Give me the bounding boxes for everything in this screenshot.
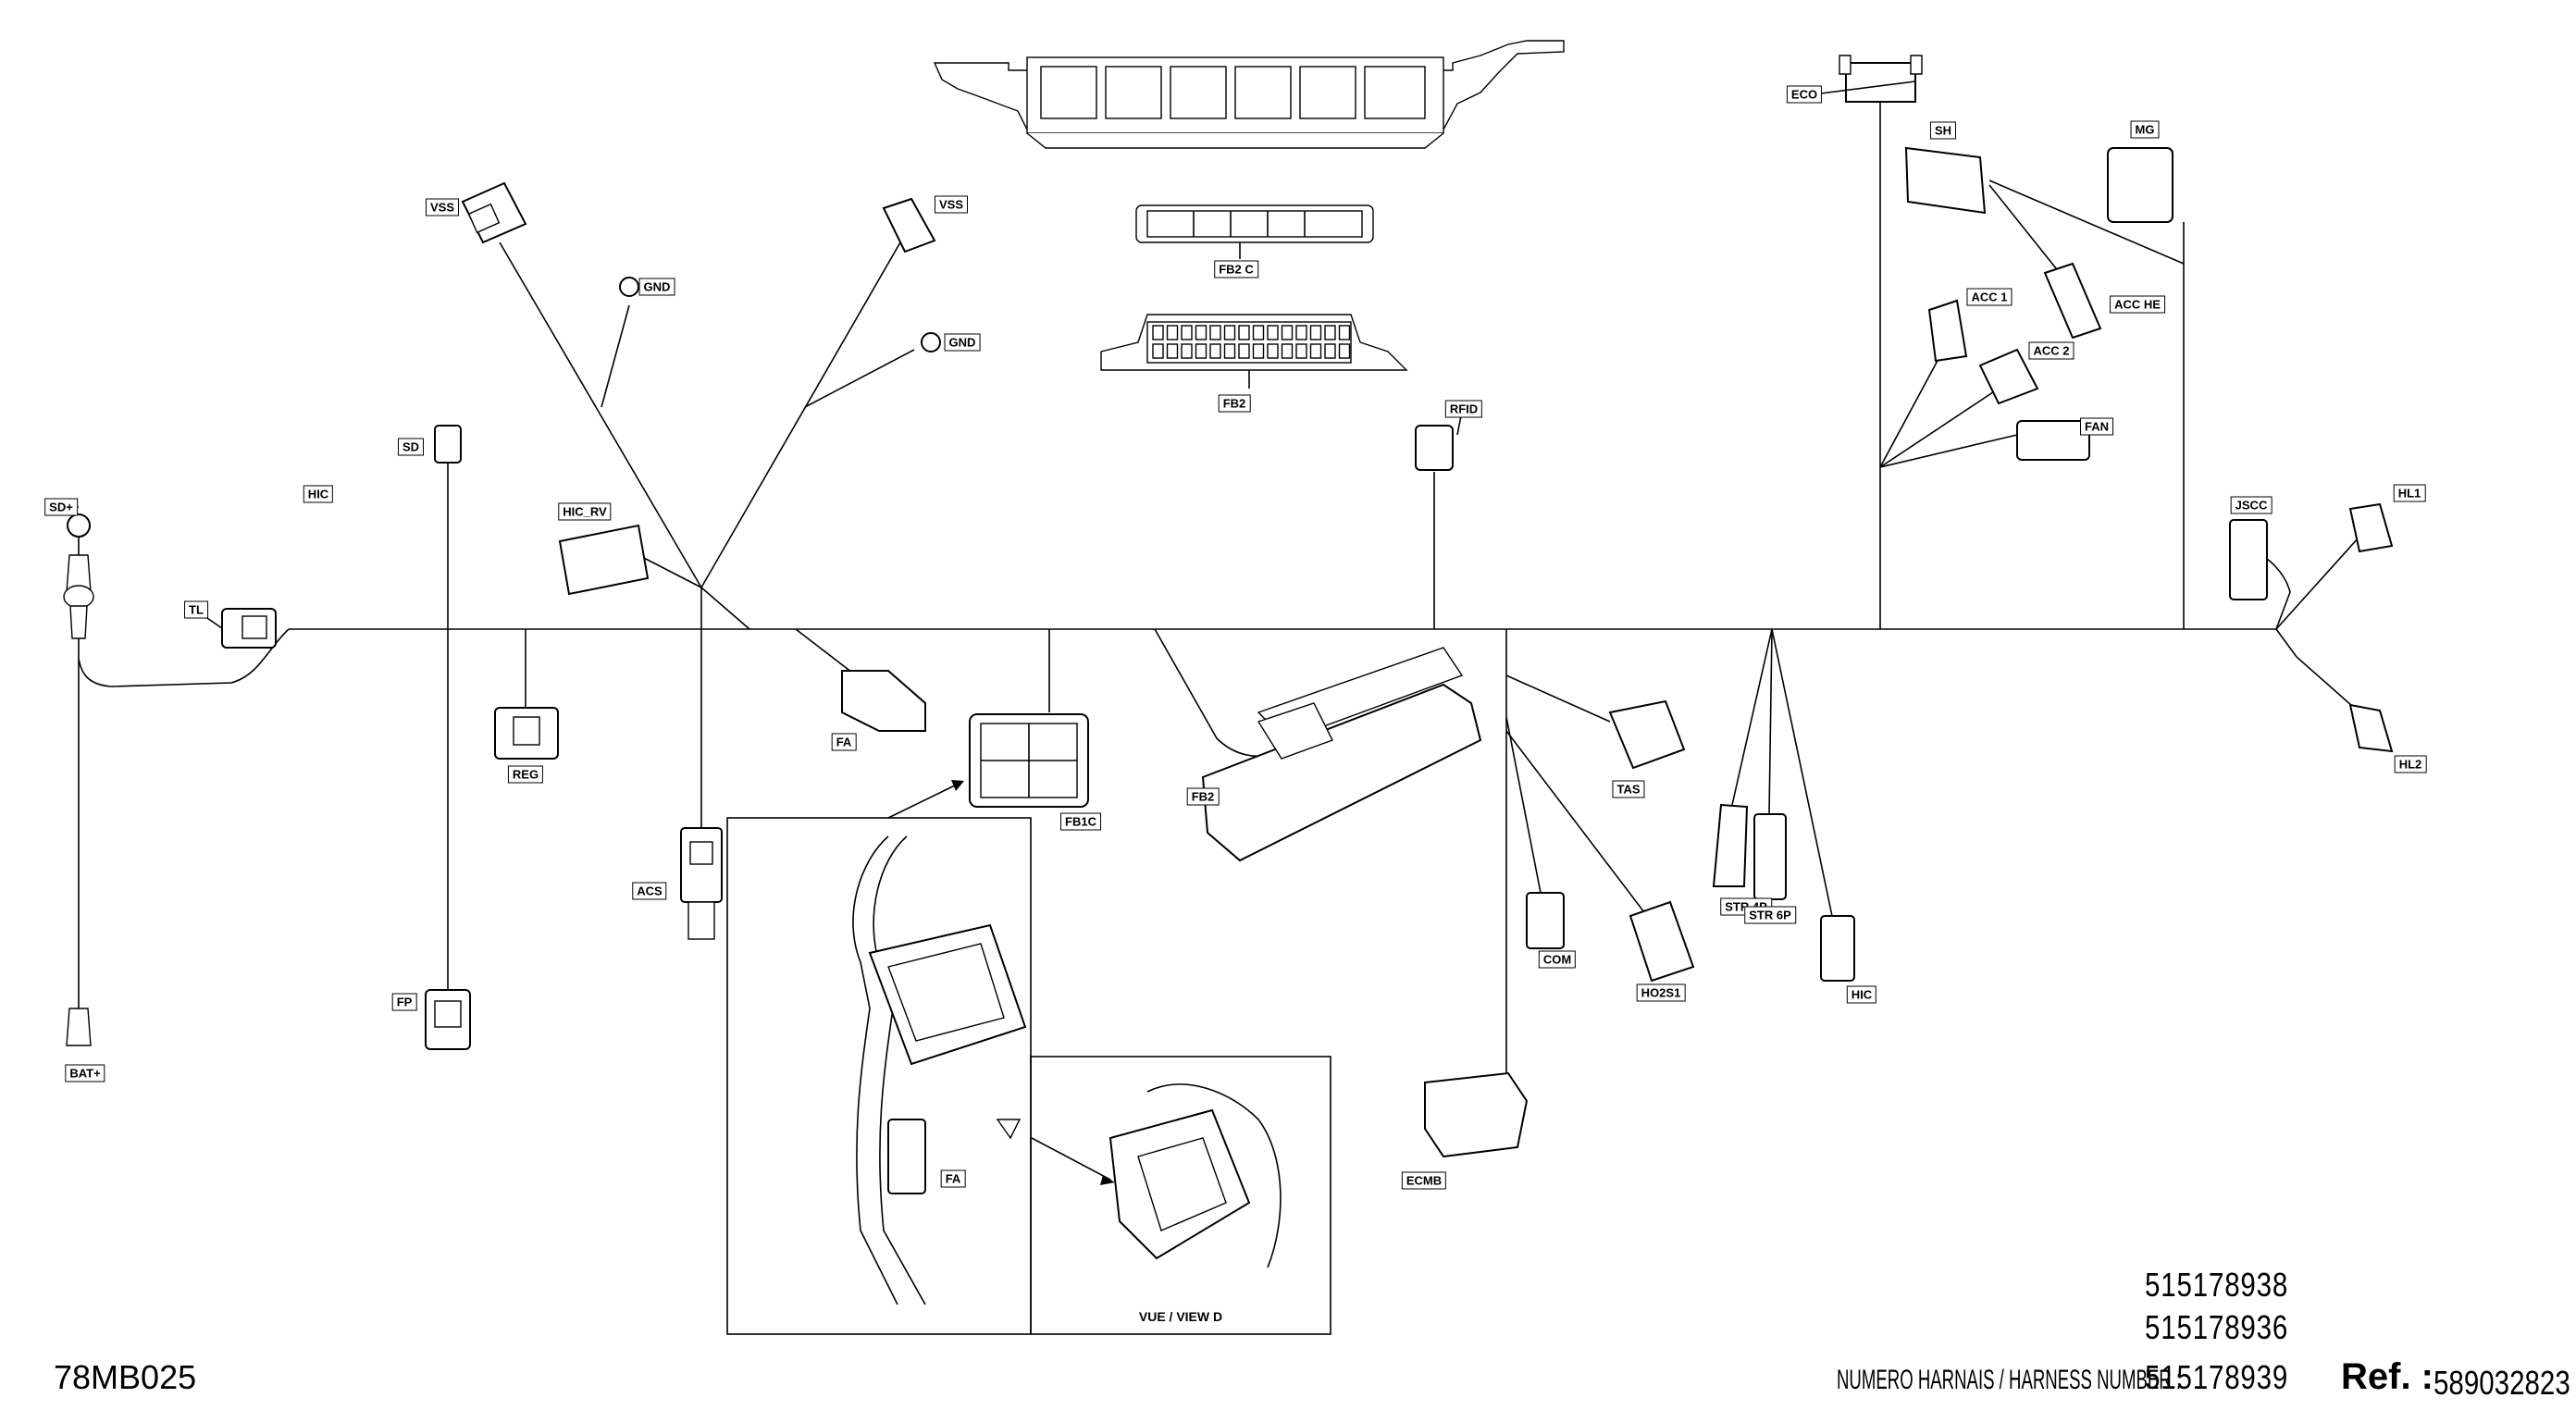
label-acs: ACS [632, 882, 667, 900]
label-rfid: RFID [1444, 400, 1483, 418]
connectors [63, 55, 2394, 1158]
fb2-pin [1267, 325, 1279, 340]
label-fa-detail: FA [940, 1169, 966, 1188]
fb2-pin [1181, 343, 1193, 359]
fb2-pin [1338, 343, 1351, 359]
main-trunk [78, 628, 2276, 687]
label-com: COM [1538, 950, 1577, 969]
harness-number-1: 515178938 [2145, 1266, 2289, 1304]
label-sd: SD [397, 438, 425, 456]
label-sd-plus: SD+ [44, 498, 78, 516]
label-sh: SH [1929, 121, 1957, 140]
label-hic-rv: HIC_RV [558, 502, 612, 521]
label-ho2s1: HO2S1 [1636, 983, 1686, 1002]
label-hic-bottom: HIC [1846, 985, 1877, 1004]
sheet-code: 78MB025 [54, 1358, 197, 1396]
harness-number-3: 515178939 [2145, 1358, 2289, 1396]
fb2c-connector [1135, 204, 1374, 259]
fb2-pin [1295, 325, 1307, 340]
harness-caption: NUMERO HARNAIS / HARNESS NUMBER : [1837, 1365, 2182, 1395]
fb2-pin [1309, 325, 1322, 340]
label-hl1: HL1 [2393, 484, 2426, 502]
fb2-pin [1295, 343, 1307, 359]
label-str6p: STR 6P [1744, 906, 1796, 924]
fb2-pin [1252, 343, 1265, 359]
ref-number: 589032823 [2434, 1364, 2570, 1402]
label-fb2-main: FB2 [1186, 787, 1220, 806]
detail-views [726, 780, 1331, 1335]
label-vss-left: VSS [425, 198, 460, 216]
label-tas: TAS [1612, 780, 1645, 798]
fb2-pin [1223, 325, 1236, 340]
fb2-pin [1166, 325, 1179, 340]
label-gnd-1: GND [638, 278, 675, 296]
label-ecmb: ECMB [1401, 1171, 1447, 1190]
fb2-pin [1166, 343, 1179, 359]
fb2-pin [1223, 343, 1236, 359]
ref-label: Ref. : [2341, 1356, 2434, 1397]
fb2-pin [1281, 325, 1294, 340]
fb2-connector-pinout [1100, 314, 1408, 389]
label-acc1: ACC 1 [1966, 288, 2012, 306]
label-gnd-2: GND [944, 333, 981, 352]
fb2-pin [1195, 343, 1208, 359]
label-jscc: JSCC [2230, 496, 2273, 514]
fb2-pin [1152, 325, 1164, 340]
label-reg: REG [507, 765, 544, 784]
fb2-pin [1238, 325, 1250, 340]
fb2-pin [1252, 325, 1265, 340]
label-leaders [67, 80, 1916, 629]
label-tl: TL [184, 600, 208, 619]
fb2-pin [1281, 343, 1294, 359]
label-acc2: ACC 2 [2028, 341, 2074, 360]
fuse-box-fb2-assembly [933, 40, 1565, 149]
label-fb2c: FB2 C [1214, 260, 1258, 278]
label-fb2-top: FB2 [1218, 394, 1251, 413]
label-hl2: HL2 [2394, 755, 2427, 773]
harness-number-2: 515178936 [2145, 1308, 2289, 1346]
fb2-pin [1338, 325, 1351, 340]
fb2-pin [1309, 343, 1322, 359]
label-fan: FAN [2080, 417, 2113, 436]
label-vss-right: VSS [934, 195, 969, 214]
label-mg: MG [2130, 120, 2160, 139]
fb2-pin [1238, 343, 1250, 359]
fb2-pin [1195, 325, 1208, 340]
label-bat-plus: BAT+ [65, 1064, 105, 1082]
fb2-pin [1209, 325, 1221, 340]
label-acc-he: ACC HE [2110, 295, 2165, 314]
fb2-pin [1267, 343, 1279, 359]
fb2-pin [1209, 343, 1221, 359]
fb2-pin [1181, 325, 1193, 340]
fb2-pin [1152, 343, 1164, 359]
label-eco: ECO [1786, 85, 1823, 104]
harness-wires [78, 102, 2360, 1082]
label-fb1c: FB1C [1060, 812, 1101, 831]
label-fp: FP [391, 993, 417, 1011]
fb2-pin [1324, 325, 1336, 340]
label-fa-main: FA [831, 733, 857, 751]
view-caption: VUE / VIEW D [1139, 1309, 1222, 1324]
fb2-pin [1324, 343, 1336, 359]
label-hic-top: HIC [303, 485, 334, 503]
